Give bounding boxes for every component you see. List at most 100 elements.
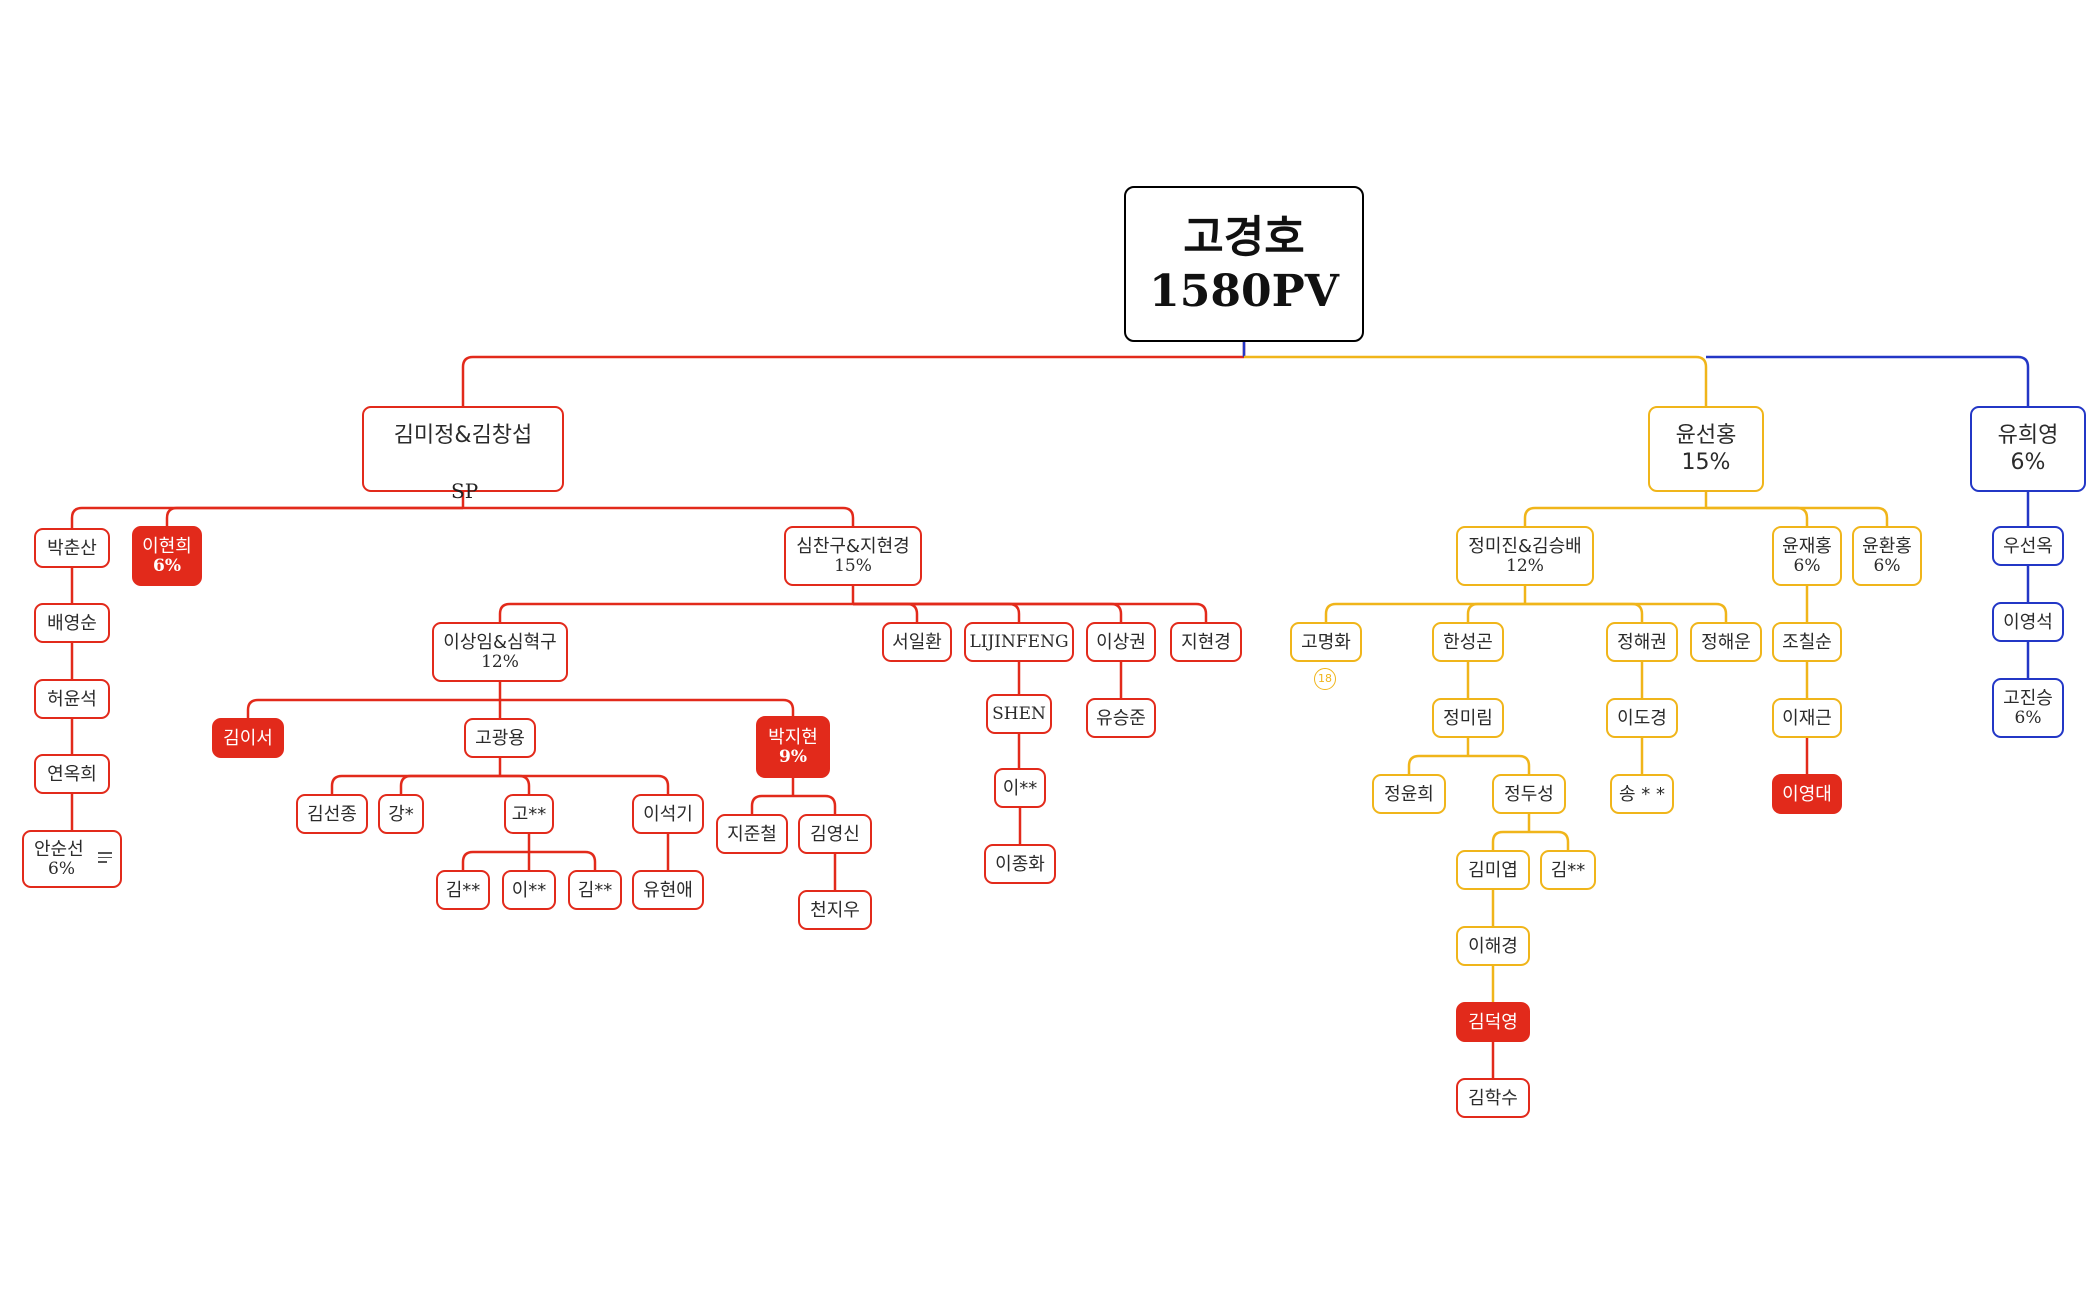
node-lee-jaegeun[interactable]: 이재근 [1772, 698, 1842, 738]
red-level3-bus [500, 698, 795, 716]
node-lijinfeng[interactable]: LIJINFENG [964, 622, 1074, 662]
node-jung-mirim[interactable]: 정미림 [1432, 698, 1504, 738]
node-park-chunsan[interactable]: 박춘산 [34, 528, 110, 568]
node-lee-star-2[interactable]: 이** [502, 870, 556, 910]
node-ji-juncheol[interactable]: 지준철 [716, 814, 788, 854]
node-lee-sangkwon[interactable]: 이상권 [1086, 622, 1156, 662]
node-park-jihyun[interactable]: 박지현 9% [756, 716, 830, 778]
node-label: LIJINFENG [969, 631, 1069, 652]
node-go-myunghwa[interactable]: 고명화 [1290, 622, 1362, 662]
node-label: 이상권 [1096, 631, 1146, 653]
node-label: 이재근 [1782, 707, 1832, 729]
root-node[interactable]: 고경호 1580PV [1124, 186, 1364, 342]
node-go-jinseung[interactable]: 고진승 6% [1992, 678, 2064, 738]
node-jung-doosung[interactable]: 정두성 [1492, 774, 1566, 814]
node-percent: 6% [1873, 556, 1901, 576]
node-kim-iseo[interactable]: 김이서 [212, 718, 284, 758]
node-yeon-okhee[interactable]: 연옥희 [34, 754, 110, 794]
node-song-star[interactable]: 송 * * [1610, 774, 1674, 814]
node-kim-mijung-kim-changseop[interactable]: 김미정&김창섭 [362, 406, 564, 492]
node-lee-jonghwa[interactable]: 이종화 [984, 844, 1056, 884]
node-label: 지준철 [727, 823, 777, 845]
node-yoo-seungjun[interactable]: 유승준 [1086, 698, 1156, 738]
node-yoon-hwanhong[interactable]: 윤환홍 6% [1852, 526, 1922, 586]
node-lee-hyunhee[interactable]: 이현희 6% [132, 526, 202, 586]
root-to-blue-branch [1706, 355, 2030, 406]
node-percent: 6% [2014, 708, 2042, 728]
node-label: 한성곤 [1443, 631, 1493, 653]
node-lee-dokyung[interactable]: 이도경 [1606, 698, 1678, 738]
node-han-seonggon[interactable]: 한성곤 [1432, 622, 1504, 662]
node-kim-haksu[interactable]: 김학수 [1456, 1078, 1530, 1118]
yellow-level2-bus [1466, 602, 1525, 622]
node-percent: 6% [2010, 450, 2046, 475]
root-to-yellow-branch [1244, 355, 1708, 406]
node-lee-star[interactable]: 이** [994, 768, 1046, 808]
node-yoo-hyunae[interactable]: 유현애 [632, 870, 704, 910]
node-cheon-jiwoo[interactable]: 천지우 [798, 890, 872, 930]
node-lee-seokki[interactable]: 이석기 [632, 794, 704, 834]
node-lee-youngdae[interactable]: 이영대 [1772, 774, 1842, 814]
node-bae-youngsoon[interactable]: 배영순 [34, 603, 110, 643]
node-label: 윤재홍 [1782, 536, 1832, 557]
node-lee-youngseok[interactable]: 이영석 [1992, 602, 2064, 642]
node-label: 강* [388, 803, 414, 825]
node-yoon-jaehong[interactable]: 윤재홍 6% [1772, 526, 1842, 586]
node-percent: 12% [481, 652, 519, 672]
node-label: 송 * * [1618, 783, 1665, 805]
node-kim-miyeop[interactable]: 김미엽 [1456, 850, 1530, 890]
node-woo-seonok[interactable]: 우선옥 [1992, 526, 2064, 566]
node-kim-star-1[interactable]: 김** [436, 870, 490, 910]
node-label: 윤선홍 [1675, 423, 1737, 448]
node-kim-youngshin[interactable]: 김영신 [798, 814, 872, 854]
node-lee-haekyung[interactable]: 이해경 [1456, 926, 1530, 966]
node-label: 이해경 [1468, 935, 1518, 957]
node-kim-star-3[interactable]: 김** [1540, 850, 1596, 890]
red-level2-bus [853, 602, 1208, 622]
node-jung-haekwon[interactable]: 정해권 [1606, 622, 1678, 662]
node-jung-yoonhee[interactable]: 정윤희 [1372, 774, 1446, 814]
node-label: 이도경 [1617, 707, 1667, 729]
node-label: 이종화 [995, 853, 1045, 875]
node-label: 박지현 [768, 727, 818, 748]
node-kang-star[interactable]: 강* [378, 794, 424, 834]
note-icon[interactable] [98, 852, 112, 863]
node-yoo-heeyoung[interactable]: 유희영 6% [1970, 406, 2086, 492]
node-seo-ilhwan[interactable]: 서일환 [882, 622, 952, 662]
node-go-star[interactable]: 고** [504, 794, 554, 834]
node-label: SHEN [992, 703, 1046, 724]
red-level1-bus [463, 506, 855, 526]
yellow-level1-bus [1706, 506, 1889, 526]
node-label: 김** [445, 879, 481, 901]
node-heo-yoonseok[interactable]: 허윤석 [34, 679, 110, 719]
root-pv: 1580PV [1149, 266, 1339, 317]
node-label: 김** [577, 879, 613, 901]
node-percent: 6% [48, 859, 75, 879]
node-kim-star-2[interactable]: 김** [568, 870, 622, 910]
node-kim-deokyoung[interactable]: 김덕영 [1456, 1002, 1530, 1042]
node-label: 이영대 [1782, 783, 1832, 805]
node-label: 이** [1002, 777, 1038, 799]
node-jung-haewoon[interactable]: 정해운 [1690, 622, 1762, 662]
node-label: 이상임&심혁구 [443, 632, 557, 653]
node-cho-chilsoon[interactable]: 조칠순 [1772, 622, 1842, 662]
node-label: 유희영 [1997, 423, 2059, 448]
node-label: 김** [1550, 859, 1586, 881]
node-shen[interactable]: SHEN [986, 694, 1052, 734]
node-jung-mijin-kim-seungbae[interactable]: 정미진&김승배 12% [1456, 526, 1594, 586]
node-kim-seonjong[interactable]: 김선종 [296, 794, 368, 834]
node-an-soonseon[interactable]: 안순선 6% [22, 830, 122, 888]
node-lee-sangim-sim-hyukgu[interactable]: 이상임&심혁구 12% [432, 622, 568, 682]
node-percent: 6% [1793, 556, 1821, 576]
node-label: 천지우 [810, 899, 860, 921]
node-label: 정해권 [1617, 631, 1667, 653]
node-go-kwangyong[interactable]: 고광용 [464, 718, 536, 758]
root-name: 고경호 [1183, 212, 1305, 263]
node-ji-hyunkyung[interactable]: 지현경 [1170, 622, 1242, 662]
node-sim-changu-ji-hyunkyung[interactable]: 심찬구&지현경 15% [784, 526, 922, 586]
node-label: 고명화 [1301, 631, 1351, 653]
node-yoon-seonhong[interactable]: 윤선홍 15% [1648, 406, 1764, 492]
root-to-red-branch [461, 355, 1244, 406]
